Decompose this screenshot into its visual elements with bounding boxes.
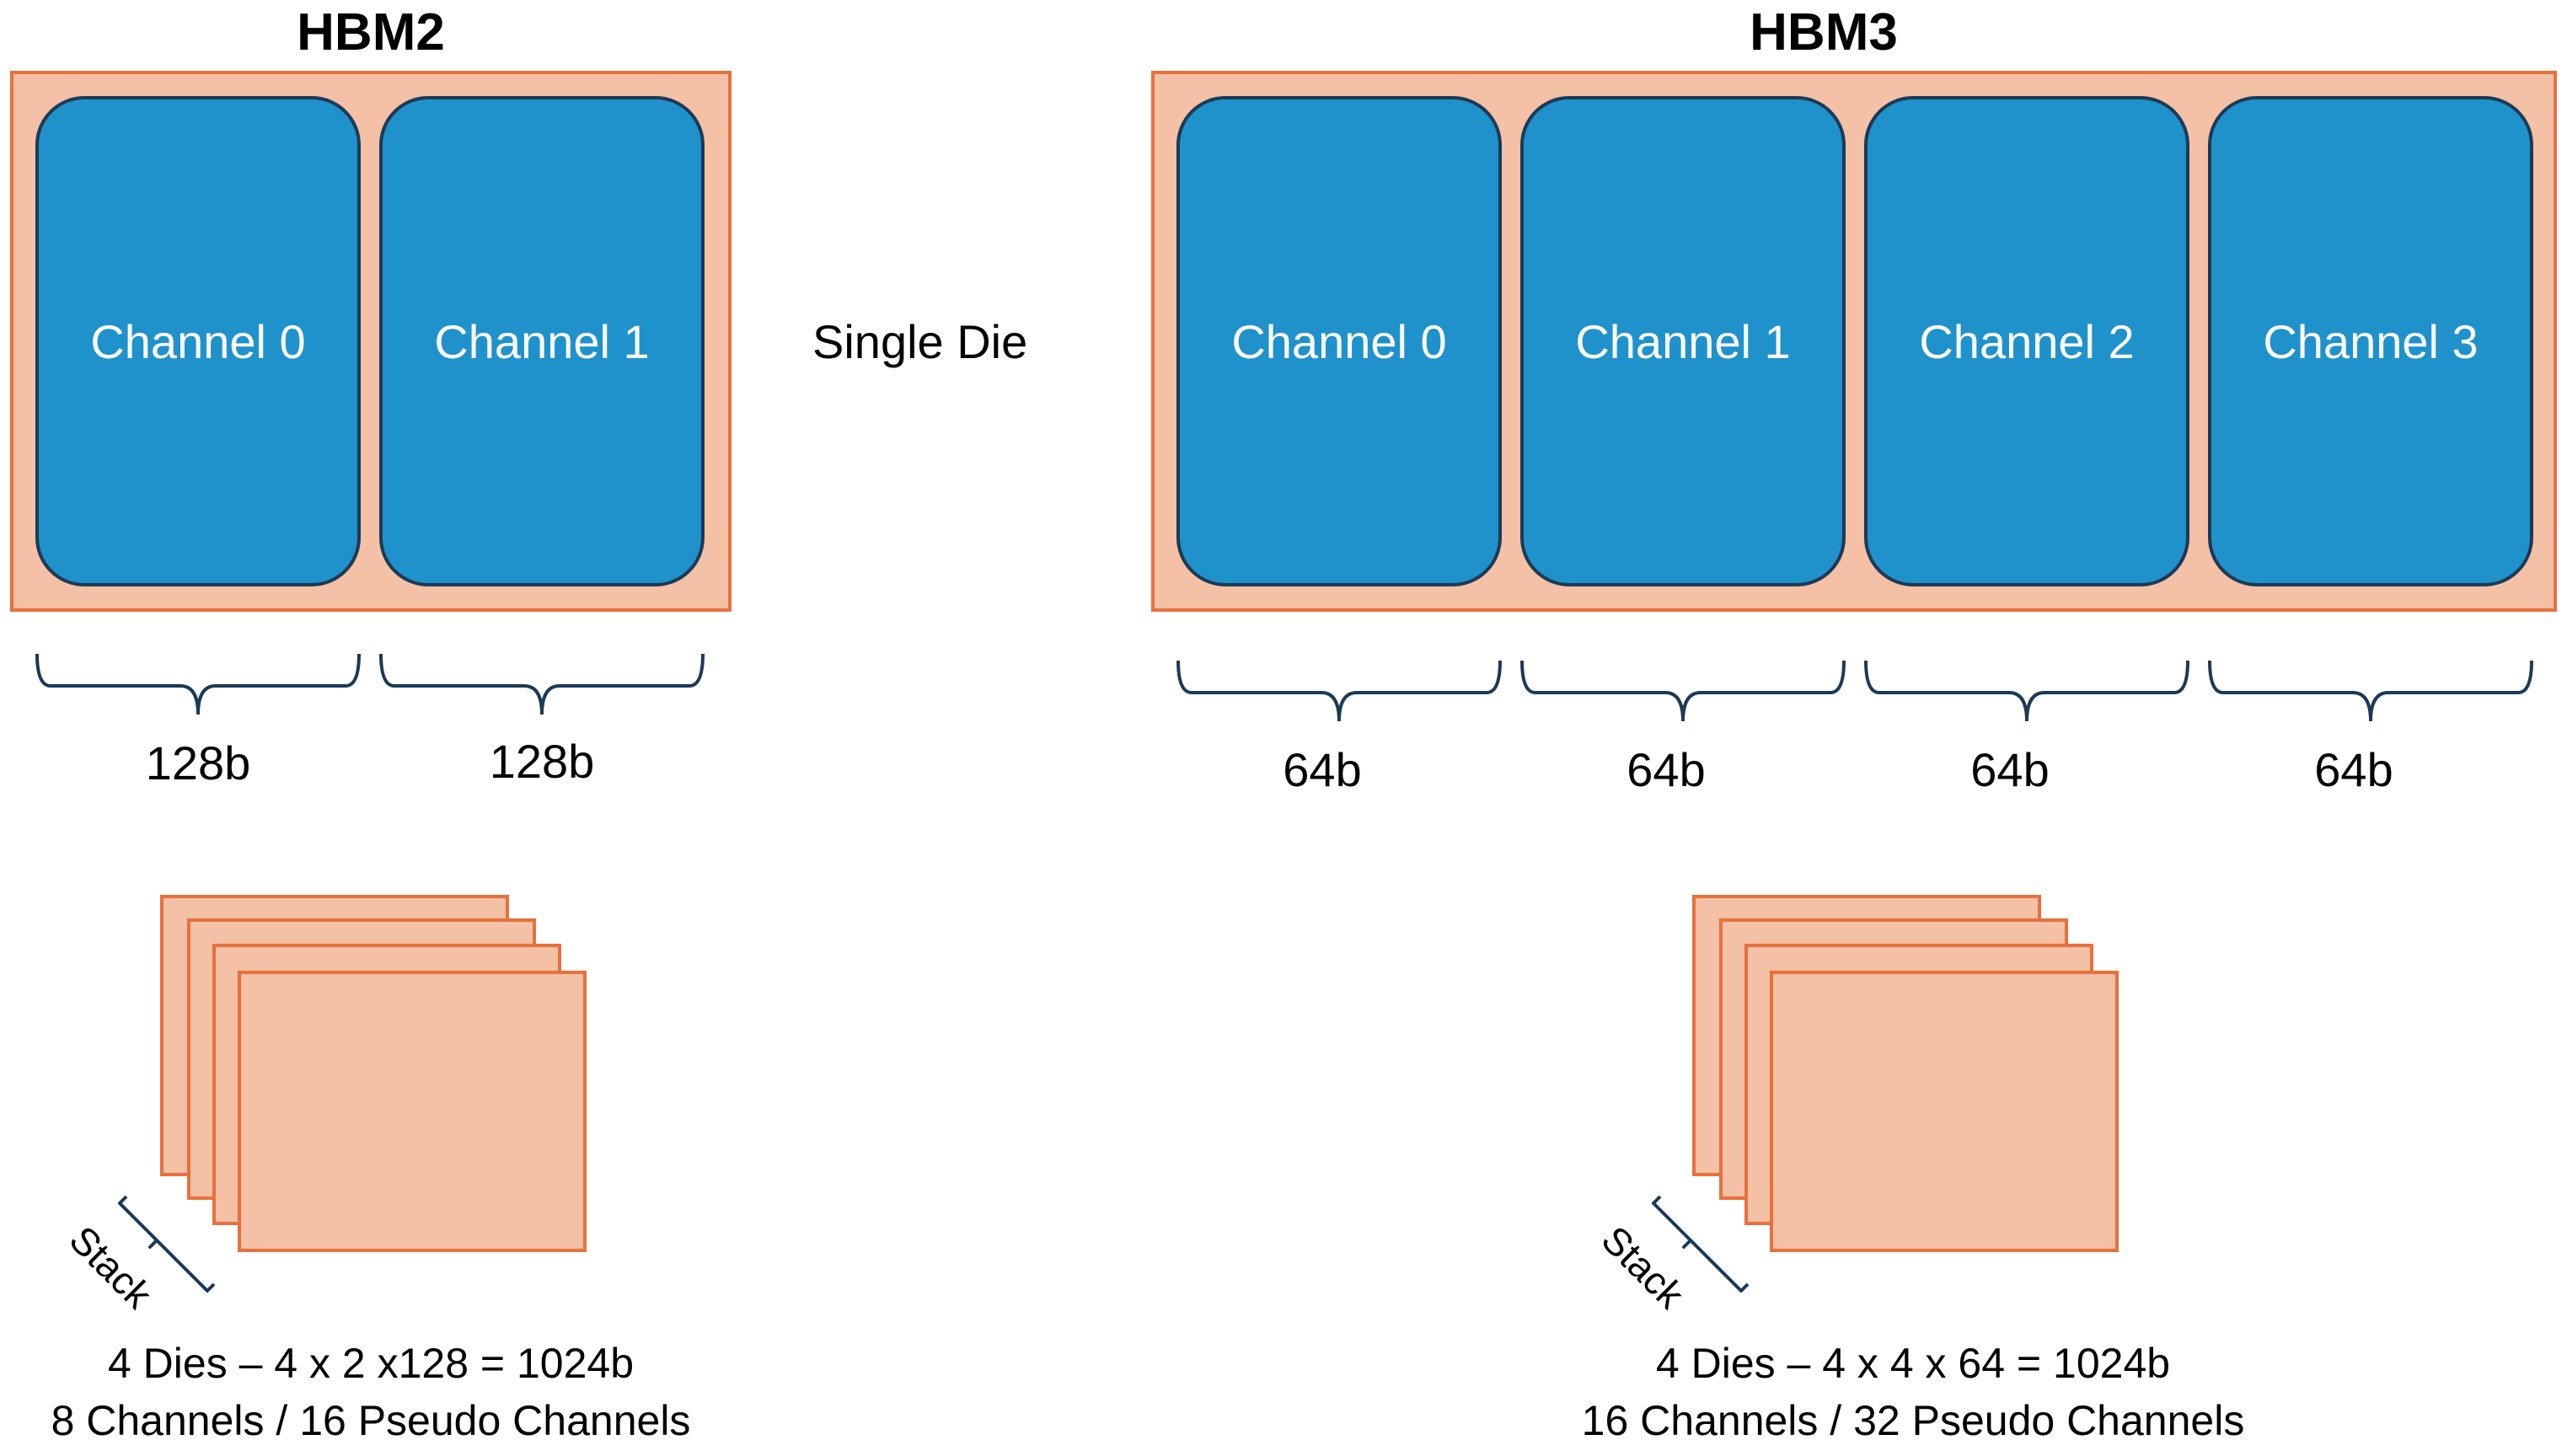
channel-label: Channel 0 — [1231, 314, 1447, 368]
channel-label: Channel 1 — [434, 314, 650, 368]
hbm3-stack-brace — [1652, 1195, 1750, 1293]
hbm3-brace-3 — [2208, 660, 2533, 722]
hbm2-width-1: 128b — [489, 735, 595, 788]
hbm3-width-0: 64b — [1283, 743, 1362, 796]
hbm2-brace-0 — [35, 653, 361, 715]
hbm3-channel-2: Channel 2 — [1864, 96, 2189, 586]
hbm2-channel-0: Channel 0 — [35, 96, 361, 586]
hbm2-caption-line1: 4 Dies – 4 x 2 x128 = 1024b — [107, 1340, 635, 1387]
hbm3-stack-die-4 — [1770, 971, 2119, 1252]
hbm3-caption-line1: 4 Dies – 4 x 4 x 64 = 1024b — [1655, 1340, 2171, 1387]
hbm3-title: HBM3 — [1750, 3, 1898, 62]
hbm3-width-3: 64b — [2314, 743, 2393, 796]
hbm3-caption-line2: 16 Channels / 32 Pseudo Channels — [1581, 1397, 2245, 1444]
channel-label: Channel 0 — [90, 314, 306, 368]
hbm3-channel-1: Channel 1 — [1520, 96, 1846, 586]
hbm2-caption-line2: 8 Channels / 16 Pseudo Channels — [51, 1397, 691, 1444]
hbm3-brace-0 — [1176, 660, 1502, 722]
hbm2-stack-brace — [118, 1195, 216, 1293]
hbm2-channel-1: Channel 1 — [379, 96, 705, 586]
channel-label: Channel 3 — [2263, 314, 2479, 368]
hbm3-width-1: 64b — [1626, 743, 1706, 796]
hbm3-channel-3: Channel 3 — [2208, 96, 2533, 586]
hbm3-brace-1 — [1520, 660, 1846, 722]
single-die-label: Single Die — [812, 315, 1028, 368]
hbm2-brace-1 — [379, 653, 705, 715]
hbm2-stack-die-4 — [238, 971, 587, 1252]
hbm3-channel-0: Channel 0 — [1176, 96, 1502, 586]
hbm3-brace-2 — [1864, 660, 2189, 722]
hbm2-width-0: 128b — [145, 736, 251, 790]
hbm3-width-2: 64b — [1970, 743, 2050, 796]
channel-label: Channel 1 — [1575, 314, 1791, 368]
channel-label: Channel 2 — [1919, 314, 2135, 368]
hbm2-title: HBM2 — [297, 3, 445, 62]
